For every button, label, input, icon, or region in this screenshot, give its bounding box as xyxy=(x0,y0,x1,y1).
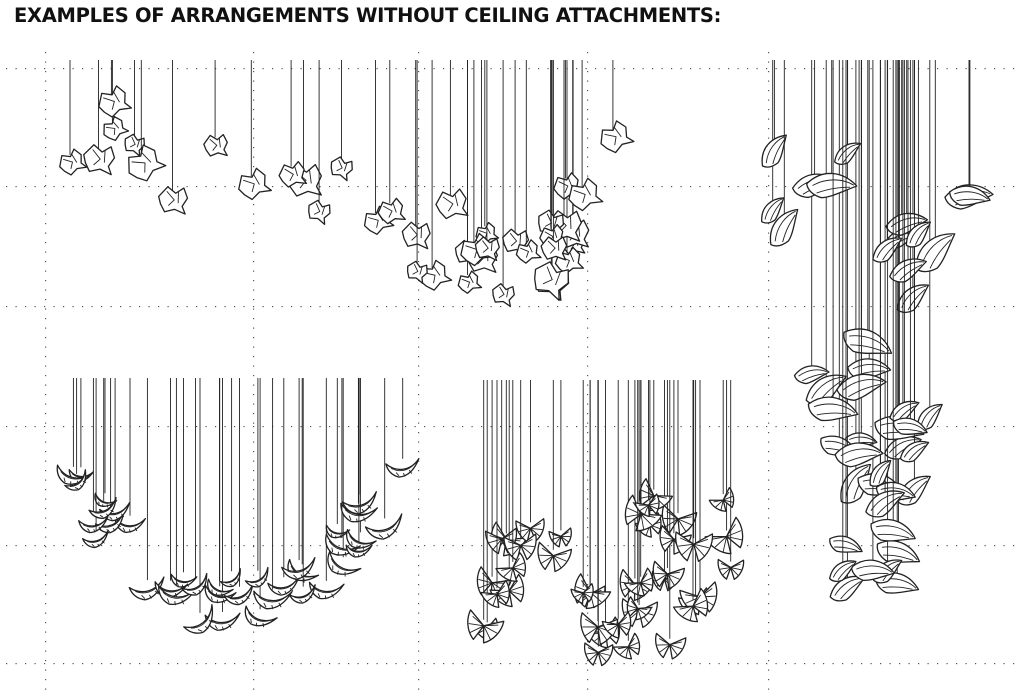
hanging-element xyxy=(717,558,745,580)
hanging-element xyxy=(503,533,537,562)
hanging-element xyxy=(480,579,510,609)
hanging-element xyxy=(325,524,351,539)
hanging-element xyxy=(761,134,787,168)
hanging-element xyxy=(515,239,542,264)
hanging-element xyxy=(600,120,635,154)
hanging-element xyxy=(158,186,189,215)
hanging-element xyxy=(870,518,916,542)
hanging-element xyxy=(330,156,353,182)
hanging-element xyxy=(540,236,568,261)
hanging-element xyxy=(601,611,632,639)
hanging-element xyxy=(207,578,234,597)
hanging-element xyxy=(401,221,431,250)
hanging-element xyxy=(124,133,146,157)
hanging-element xyxy=(238,167,272,201)
hanging-element xyxy=(623,567,654,597)
hanging-element xyxy=(59,148,88,176)
hanging-element xyxy=(64,469,87,491)
hanging-element xyxy=(253,590,293,610)
hanging-element xyxy=(420,259,453,291)
hanging-element xyxy=(843,328,893,354)
page-title: EXAMPLES OF ARRANGEMENTS WITHOUT CEILING… xyxy=(14,4,722,27)
hanging-element xyxy=(223,583,254,606)
hanging-element xyxy=(829,560,857,583)
hanging-element xyxy=(244,605,278,628)
hanging-element xyxy=(534,261,569,302)
hanging-element xyxy=(652,560,686,590)
hanging-element xyxy=(281,556,316,580)
hanging-element xyxy=(850,559,895,581)
hanging-element xyxy=(180,572,208,596)
hanging-element xyxy=(892,417,928,436)
hanging-element xyxy=(345,544,373,558)
hanging-element xyxy=(457,270,483,294)
hanging-element xyxy=(834,442,884,468)
hanging-element xyxy=(219,567,241,588)
hanging-element xyxy=(244,566,269,588)
hanging-element xyxy=(949,185,991,206)
hanging-element xyxy=(570,583,594,605)
hanging-element xyxy=(158,585,197,606)
hanging-element xyxy=(492,283,515,308)
hanging-element xyxy=(467,609,505,644)
hanging-element xyxy=(761,197,785,224)
hanging-element xyxy=(889,258,927,283)
hanging-element xyxy=(364,513,403,540)
hanging-element xyxy=(94,492,118,508)
hanging-element xyxy=(203,133,228,157)
hanging-element xyxy=(807,396,859,422)
hanging-element xyxy=(98,85,133,118)
hanging-element xyxy=(385,457,420,478)
hanging-element xyxy=(495,551,527,582)
hanging-element xyxy=(548,527,572,548)
hanging-element xyxy=(377,197,406,225)
hanging-element xyxy=(708,486,735,512)
hanging-element xyxy=(834,142,862,165)
hanging-element xyxy=(183,603,214,634)
hanging-element xyxy=(288,584,316,604)
hanging-element xyxy=(829,535,863,553)
hanging-element xyxy=(634,493,660,518)
hanging-element xyxy=(872,237,903,263)
arrangement-bottom-left xyxy=(56,378,420,634)
hanging-element xyxy=(340,502,379,523)
hanging-element xyxy=(793,365,830,385)
hanging-element xyxy=(170,573,198,588)
arrangement-bottom-center xyxy=(467,380,745,667)
hanging-element xyxy=(88,496,117,519)
hanging-element xyxy=(103,115,130,142)
hanging-element xyxy=(806,172,858,199)
hanging-element xyxy=(769,208,799,247)
hanging-element xyxy=(568,177,604,212)
hanging-element xyxy=(308,199,331,226)
arrangement-right xyxy=(761,60,994,602)
hanging-element xyxy=(672,587,709,623)
hanging-element xyxy=(905,221,932,248)
hanging-element xyxy=(406,260,428,284)
hanging-element xyxy=(81,529,109,549)
hanging-element xyxy=(655,632,687,660)
hanging-element xyxy=(128,144,167,182)
hanging-element xyxy=(278,160,308,188)
arrangement-top-left xyxy=(59,60,635,308)
hanging-element xyxy=(899,440,930,463)
hanging-element xyxy=(345,528,377,550)
hanging-element xyxy=(675,531,714,562)
hanging-element xyxy=(580,612,619,646)
hanging-element xyxy=(583,642,614,667)
hanging-element xyxy=(267,575,300,596)
hanging-element xyxy=(537,541,573,573)
hanging-element xyxy=(474,236,500,262)
hanging-element xyxy=(78,516,109,534)
hanging-element xyxy=(435,188,469,220)
hanging-element xyxy=(626,596,653,621)
hanging-element xyxy=(869,459,892,487)
hanging-element xyxy=(83,144,116,176)
hanging-element xyxy=(327,550,362,577)
